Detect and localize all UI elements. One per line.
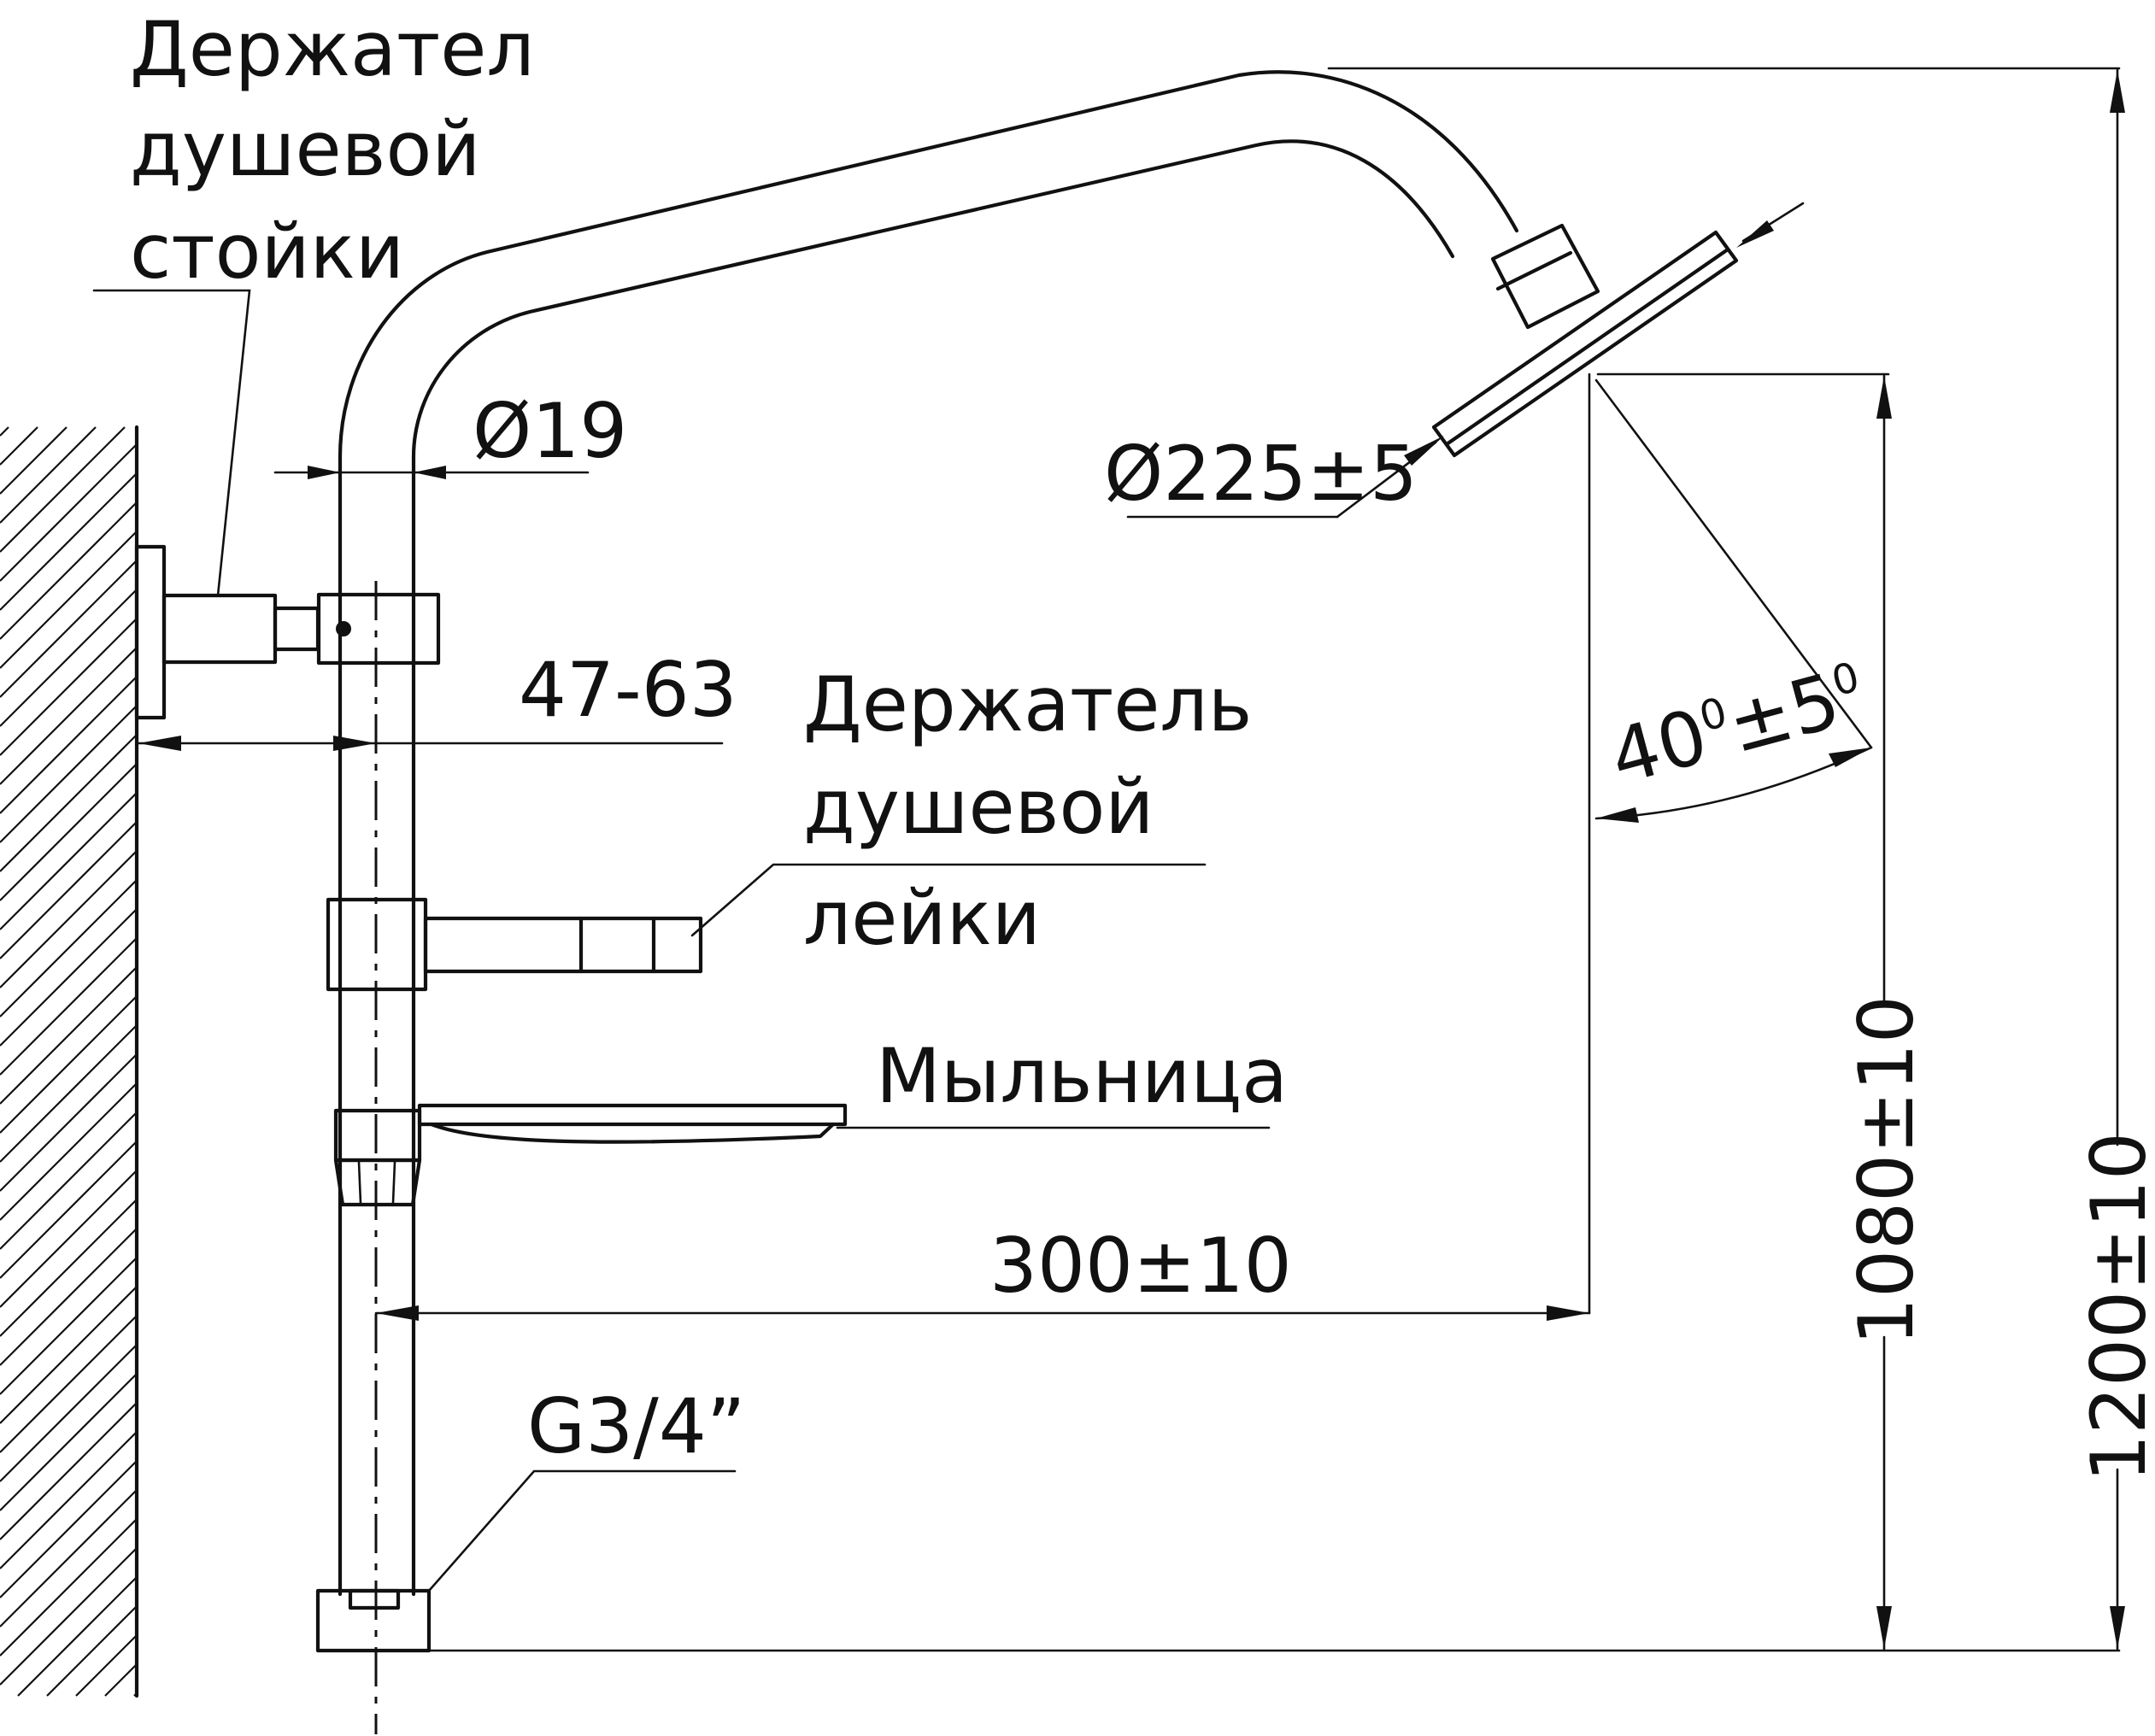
column-holder-bracket <box>134 544 441 720</box>
hatch-line <box>0 647 138 785</box>
shower-holder <box>326 897 703 992</box>
hatch-line <box>0 1257 138 1395</box>
hatch-line <box>0 705 138 843</box>
hatch-line <box>75 1634 138 1697</box>
hatch-line <box>0 1489 138 1628</box>
shower-head <box>1431 223 1739 458</box>
head-height-label: 1080±10 <box>1842 995 1930 1346</box>
hatch-line <box>0 676 138 814</box>
dimension-lines <box>92 67 2125 1652</box>
wall <box>0 425 139 1698</box>
hatch-line <box>0 879 138 1018</box>
thread-label: G3/4” <box>527 1382 745 1470</box>
wall-offset-label: 47-63 <box>519 646 737 734</box>
hatch-line <box>0 443 138 582</box>
hatch-line <box>0 426 68 495</box>
column-holder-label-line3: стойки <box>130 208 404 296</box>
angle-label: 400±50 <box>1601 649 1874 801</box>
hatch-line <box>133 1692 138 1697</box>
hatch-line <box>0 1373 138 1511</box>
hatch-line <box>0 1431 138 1569</box>
angle-value-2: ±5 <box>1718 656 1848 770</box>
pipe-diameter-label: Ø19 <box>473 387 627 475</box>
head-diameter-label: Ø225±5 <box>1104 430 1418 518</box>
hatch-line <box>0 1141 138 1279</box>
hatch-line <box>0 1228 138 1366</box>
soap-dish <box>333 1103 848 1207</box>
hatch-line <box>0 618 138 756</box>
hatch-line <box>0 1315 138 1453</box>
hatch-line <box>0 763 138 901</box>
hatch-line <box>0 1547 138 1686</box>
bottom-connector <box>315 1588 432 1653</box>
hatch-line <box>0 1286 138 1424</box>
hatch-line <box>0 937 138 1076</box>
soap-dish-label: Мыльница <box>876 1032 1288 1120</box>
hatch-line <box>0 1053 138 1192</box>
shower-holder-label-line1: Держатель <box>803 660 1252 748</box>
hatch-line <box>0 426 38 466</box>
column-holder-label-line2: душевой <box>130 105 480 193</box>
vertical-pipe <box>338 455 416 1597</box>
hatch-line <box>0 531 138 669</box>
hatch-line <box>0 589 138 727</box>
hatch-line <box>0 908 138 1047</box>
hatch-line <box>0 1402 138 1540</box>
hatch-line <box>0 1518 138 1657</box>
hatch-line <box>0 560 138 698</box>
hatch-line <box>0 426 97 524</box>
hatch-line <box>17 1576 138 1697</box>
hatch-line <box>0 995 138 1134</box>
hatch-line <box>0 966 138 1105</box>
hatch-line <box>46 1605 138 1697</box>
hatch-line <box>0 1199 138 1337</box>
hatch-line <box>0 472 138 611</box>
overhead-arm <box>338 70 1519 460</box>
wall-hatching <box>0 426 138 1697</box>
labels: Держател душевой стойки Держатель душево… <box>130 5 2155 1482</box>
hatch-line <box>0 1111 138 1250</box>
hatch-line <box>0 850 138 988</box>
hatch-line <box>0 792 138 930</box>
column-holder-label-line1: Держател <box>130 5 535 93</box>
hatch-line <box>104 1663 138 1697</box>
hatch-line <box>0 426 126 553</box>
shower-holder-label-line2: душевой <box>803 763 1154 851</box>
hatch-line <box>0 1170 138 1308</box>
hatch-line <box>0 1024 138 1163</box>
hatch-line <box>0 1460 138 1598</box>
hatch-line <box>0 1082 138 1221</box>
hatch-line <box>0 734 138 872</box>
total-height-label: 1200±10 <box>2075 1132 2155 1482</box>
shower-holder-label-line3: лейки <box>803 874 1041 962</box>
hatch-line <box>0 501 138 640</box>
hatch-line <box>0 821 138 959</box>
hatch-line <box>0 1344 138 1482</box>
reach-label: 300±10 <box>989 1222 1292 1310</box>
hatch-line <box>0 426 9 437</box>
